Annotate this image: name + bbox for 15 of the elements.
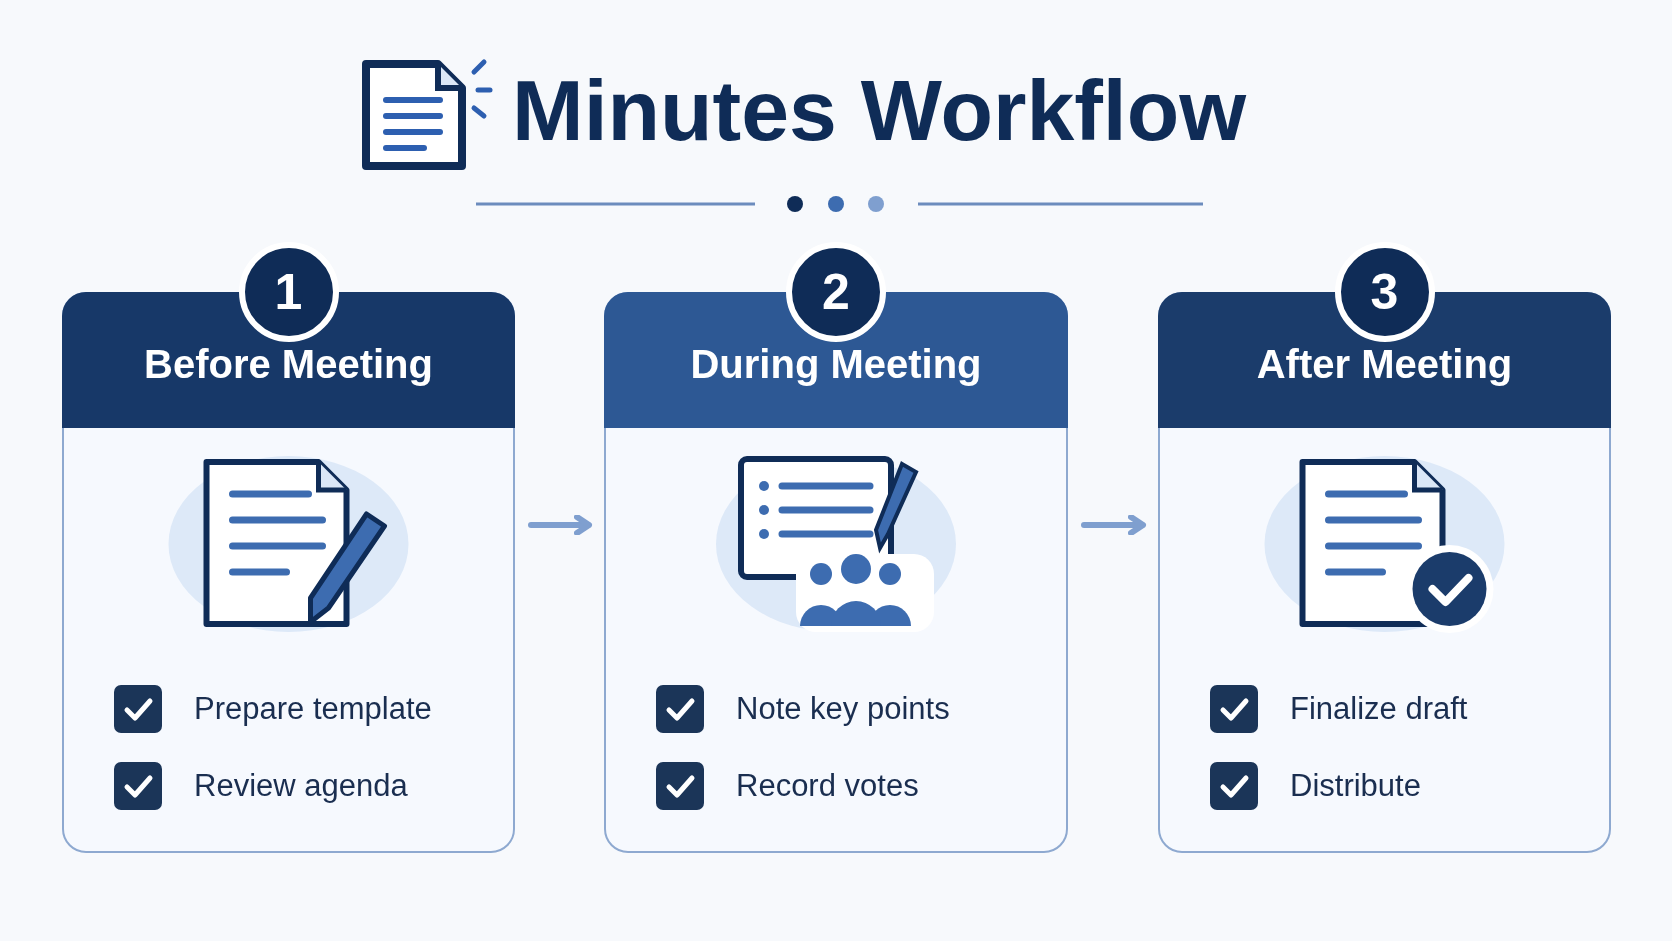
step-heading: During Meeting xyxy=(689,341,983,388)
checklist-item: Review agenda xyxy=(194,767,408,805)
step-number: 1 xyxy=(238,242,339,342)
step-number: 3 xyxy=(1334,242,1435,342)
checklist-item: Distribute xyxy=(1290,767,1421,805)
checklist-item: Note key points xyxy=(736,690,950,728)
title: Minutes Workflow xyxy=(512,61,1247,160)
arrow xyxy=(528,514,592,536)
step-number: 2 xyxy=(786,242,886,342)
arrow xyxy=(1081,514,1146,536)
step-heading: After Meeting xyxy=(1255,341,1514,388)
step-heading: Before Meeting xyxy=(143,341,434,388)
checklist-item: Prepare template xyxy=(194,690,432,728)
checklist-item: Record votes xyxy=(736,767,919,805)
checklist-item: Finalize draft xyxy=(1290,690,1468,728)
